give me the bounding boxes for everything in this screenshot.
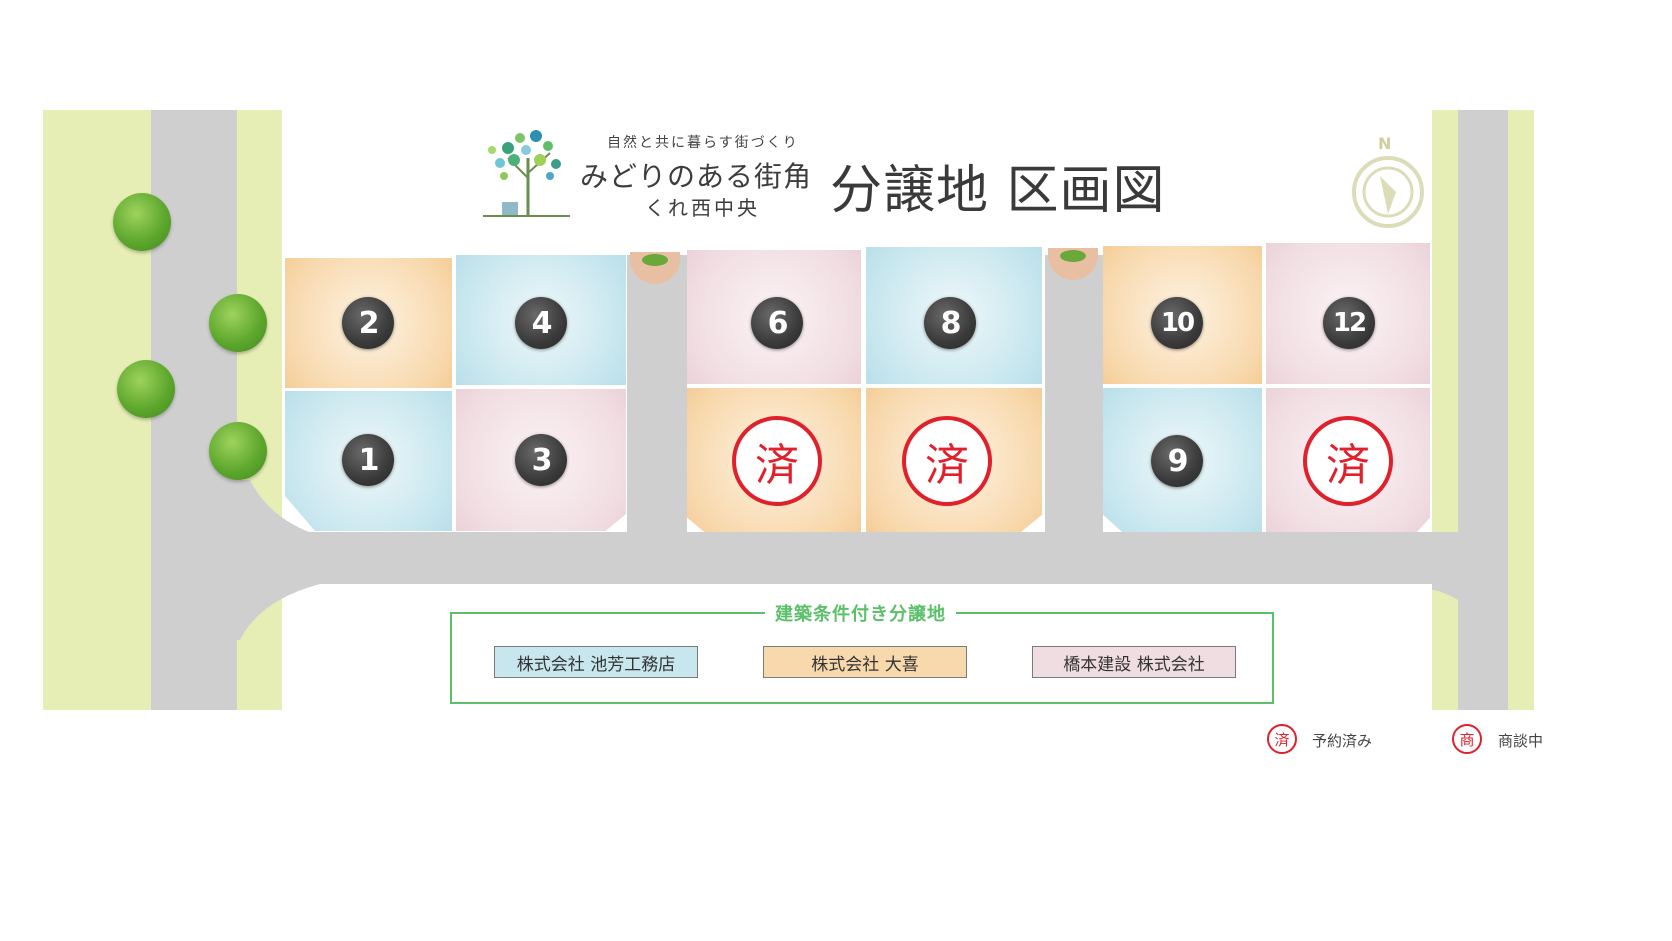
lot-6[interactable]: 6 [687, 250, 861, 384]
lot-number-badge: 9 [1151, 435, 1203, 487]
lot-12[interactable]: 12 [1266, 243, 1430, 384]
page-title: 分譲地 区画図 [830, 161, 1166, 221]
negotiating-legend-icon: 商 [1452, 724, 1482, 754]
lot-number-badge: 8 [924, 297, 976, 349]
compass-icon: N [1350, 134, 1426, 230]
reserved-legend-label: 予約済み [1312, 732, 1373, 750]
lot-1[interactable]: 1 [285, 391, 452, 531]
reserved-stamp: 済 [902, 416, 992, 506]
main-road [237, 532, 1458, 584]
lot-number-badge: 2 [342, 297, 394, 349]
lot-8[interactable]: 8 [866, 247, 1042, 384]
access-road-1 [627, 255, 687, 535]
reserved-stamp: 済 [1303, 416, 1393, 506]
builder-legend-title: 建築条件付き分譲地 [765, 600, 956, 626]
lot-10[interactable]: 10 [1103, 246, 1262, 384]
brand-tagline: 自然と共に暮らす街づくり [607, 135, 799, 151]
builder-daiki: 株式会社 大喜 [763, 646, 967, 678]
right-inner-green-strip [1432, 110, 1458, 710]
lot-9[interactable]: 9 [1103, 388, 1262, 532]
reserved-legend-icon: 済 [1267, 724, 1297, 754]
right-road [1458, 110, 1508, 710]
builder-hashimoto: 橋本建設 株式会社 [1032, 646, 1236, 678]
tree-logo-icon [483, 130, 570, 217]
negotiating-legend-label: 商談中 [1498, 732, 1544, 750]
brand-name: みどりのある街角 [580, 160, 813, 193]
lot-number-badge: 6 [751, 297, 803, 349]
access-road-2 [1045, 255, 1103, 535]
lot-number-badge: 4 [515, 297, 567, 349]
lot-number-badge: 1 [342, 434, 394, 486]
lot-4[interactable]: 4 [456, 255, 626, 385]
builder-ikeyoshi: 株式会社 池芳工務店 [494, 646, 698, 678]
tree-icon [113, 193, 171, 251]
reserved-stamp: 済 [732, 416, 822, 506]
lot-2[interactable]: 2 [285, 258, 452, 388]
lot-number-badge: 3 [515, 434, 567, 486]
lot-3[interactable]: 3 [456, 389, 626, 531]
brand-sub: くれ西中央 [645, 196, 760, 220]
lot-11[interactable]: 済 [1266, 388, 1430, 532]
tree-icon [117, 360, 175, 418]
lot-7[interactable]: 済 [866, 388, 1042, 532]
tree-icon [209, 294, 267, 352]
tree-icon [209, 422, 267, 480]
lot-number-badge: 12 [1323, 297, 1375, 349]
right-green-strip [1508, 110, 1534, 710]
lot-5[interactable]: 済 [687, 388, 861, 532]
lot-number-badge: 10 [1151, 297, 1203, 349]
